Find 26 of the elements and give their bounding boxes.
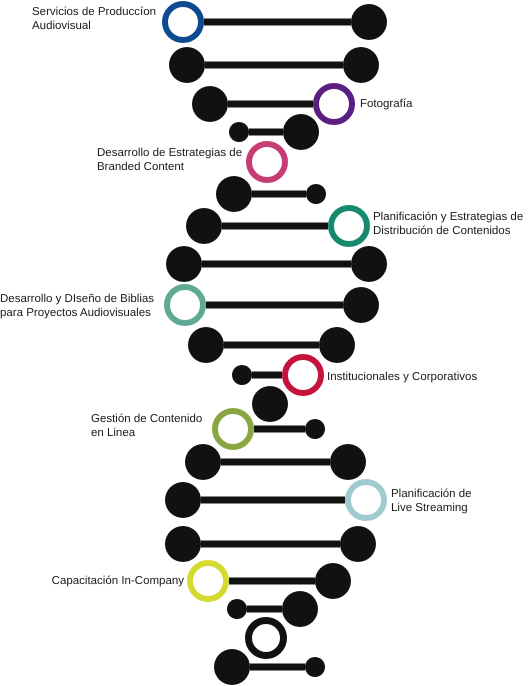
service-label: Capacitación In-Company — [52, 574, 184, 588]
connector-line — [202, 260, 351, 268]
connector-line — [247, 606, 282, 612]
connector-line — [222, 222, 328, 230]
connector-line — [252, 372, 282, 378]
service-label: Servicios de Produccíon Audiovisual — [32, 5, 158, 33]
service-label: Desarrollo y DIseño de Biblias para Proyectos Audiovisuales — [0, 292, 156, 320]
service-label: Institucionales y Corporativos — [327, 370, 478, 384]
connector-line — [204, 18, 351, 26]
connector-line — [254, 426, 305, 432]
connector-line — [250, 664, 305, 670]
connector-line — [201, 540, 340, 548]
connector-line — [201, 496, 345, 504]
service-label: Fotografía — [360, 97, 412, 111]
connector-line — [224, 342, 319, 348]
connector-line — [206, 302, 343, 308]
connector-line — [221, 458, 330, 466]
connector-line — [229, 578, 315, 584]
connector-line — [205, 62, 343, 68]
service-label: Desarrollo de Estrategias de Branded Content — [97, 146, 244, 174]
connector-line — [249, 128, 283, 136]
connector-line — [228, 100, 313, 108]
service-label: Gestión de Contenido en Linea — [91, 412, 204, 440]
service-label: Planificación y Estrategias de Distribución de Contenidos — [373, 210, 524, 238]
connector-line — [252, 190, 306, 198]
service-label: Planificación de Live Streaming — [391, 487, 473, 515]
